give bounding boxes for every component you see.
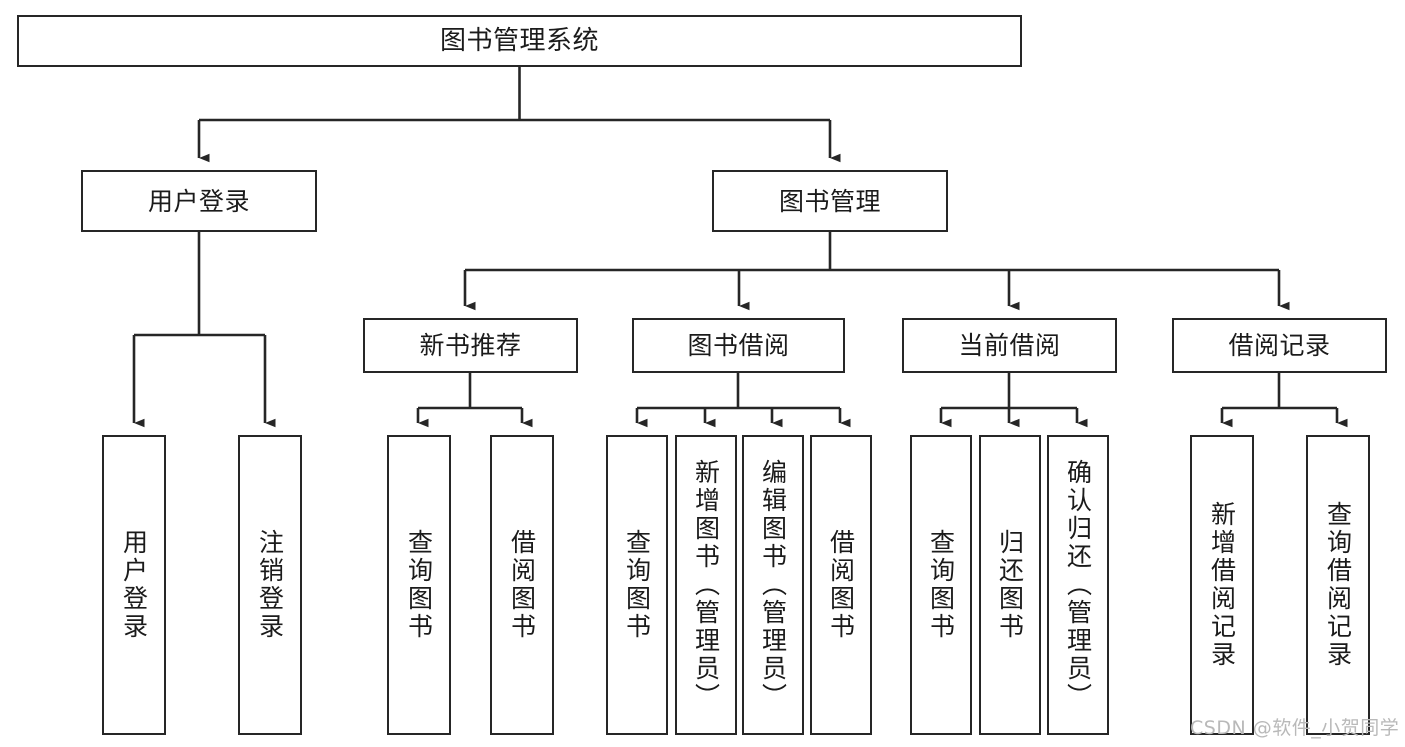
node-leaf-query-book-2-label: 查询图书 <box>622 529 652 641</box>
node-leaf-user-logout[interactable]: 注销登录 <box>238 435 302 735</box>
node-leaf-borrow-book-2-label: 借阅图书 <box>826 529 856 641</box>
node-leaf-add-record-label: 新增借阅记录 <box>1207 501 1237 669</box>
node-leaf-return-book-label: 归还图书 <box>995 529 1025 641</box>
node-current-borrow[interactable]: 当前借阅 <box>902 318 1117 373</box>
node-user-login[interactable]: 用户登录 <box>81 170 317 232</box>
node-leaf-query-book-2[interactable]: 查询图书 <box>606 435 668 735</box>
node-leaf-add-book-label: 新增图书（管理员） <box>691 459 721 711</box>
node-leaf-edit-book-label: 编辑图书（管理员） <box>758 459 788 711</box>
node-leaf-add-book[interactable]: 新增图书（管理员） <box>675 435 737 735</box>
node-leaf-query-book-3[interactable]: 查询图书 <box>910 435 972 735</box>
node-book-manage-label: 图书管理 <box>778 186 881 216</box>
node-book-borrow[interactable]: 图书借阅 <box>632 318 845 373</box>
node-leaf-edit-book[interactable]: 编辑图书（管理员） <box>742 435 804 735</box>
node-leaf-query-record[interactable]: 查询借阅记录 <box>1306 435 1370 735</box>
node-book-borrow-label: 图书借阅 <box>687 331 790 360</box>
node-leaf-user-login[interactable]: 用户登录 <box>102 435 166 735</box>
node-leaf-add-record[interactable]: 新增借阅记录 <box>1190 435 1254 735</box>
node-root-label: 图书管理系统 <box>439 26 599 56</box>
node-leaf-borrow-book-2[interactable]: 借阅图书 <box>810 435 872 735</box>
node-leaf-borrow-book-1[interactable]: 借阅图书 <box>490 435 554 735</box>
node-borrow-record-label: 借阅记录 <box>1228 331 1331 360</box>
node-current-borrow-label: 当前借阅 <box>958 331 1061 360</box>
node-leaf-query-book-1-label: 查询图书 <box>404 529 434 641</box>
node-leaf-confirm-return-label: 确认归还（管理员） <box>1063 459 1093 711</box>
watermark-text: CSDN @软件_小贺同学 <box>1190 717 1400 739</box>
node-leaf-user-login-label: 用户登录 <box>119 529 149 641</box>
node-user-login-label: 用户登录 <box>147 186 250 216</box>
node-leaf-borrow-book-1-label: 借阅图书 <box>507 529 537 641</box>
node-borrow-record[interactable]: 借阅记录 <box>1172 318 1387 373</box>
node-leaf-return-book[interactable]: 归还图书 <box>979 435 1041 735</box>
node-new-book-rec-label: 新书推荐 <box>419 331 522 360</box>
node-root[interactable]: 图书管理系统 <box>17 15 1022 67</box>
node-leaf-user-logout-label: 注销登录 <box>255 529 285 641</box>
node-book-manage[interactable]: 图书管理 <box>712 170 948 232</box>
node-leaf-query-book-1[interactable]: 查询图书 <box>387 435 451 735</box>
node-leaf-query-book-3-label: 查询图书 <box>926 529 956 641</box>
node-new-book-rec[interactable]: 新书推荐 <box>363 318 578 373</box>
node-leaf-confirm-return[interactable]: 确认归还（管理员） <box>1047 435 1109 735</box>
node-leaf-query-record-label: 查询借阅记录 <box>1323 501 1353 669</box>
